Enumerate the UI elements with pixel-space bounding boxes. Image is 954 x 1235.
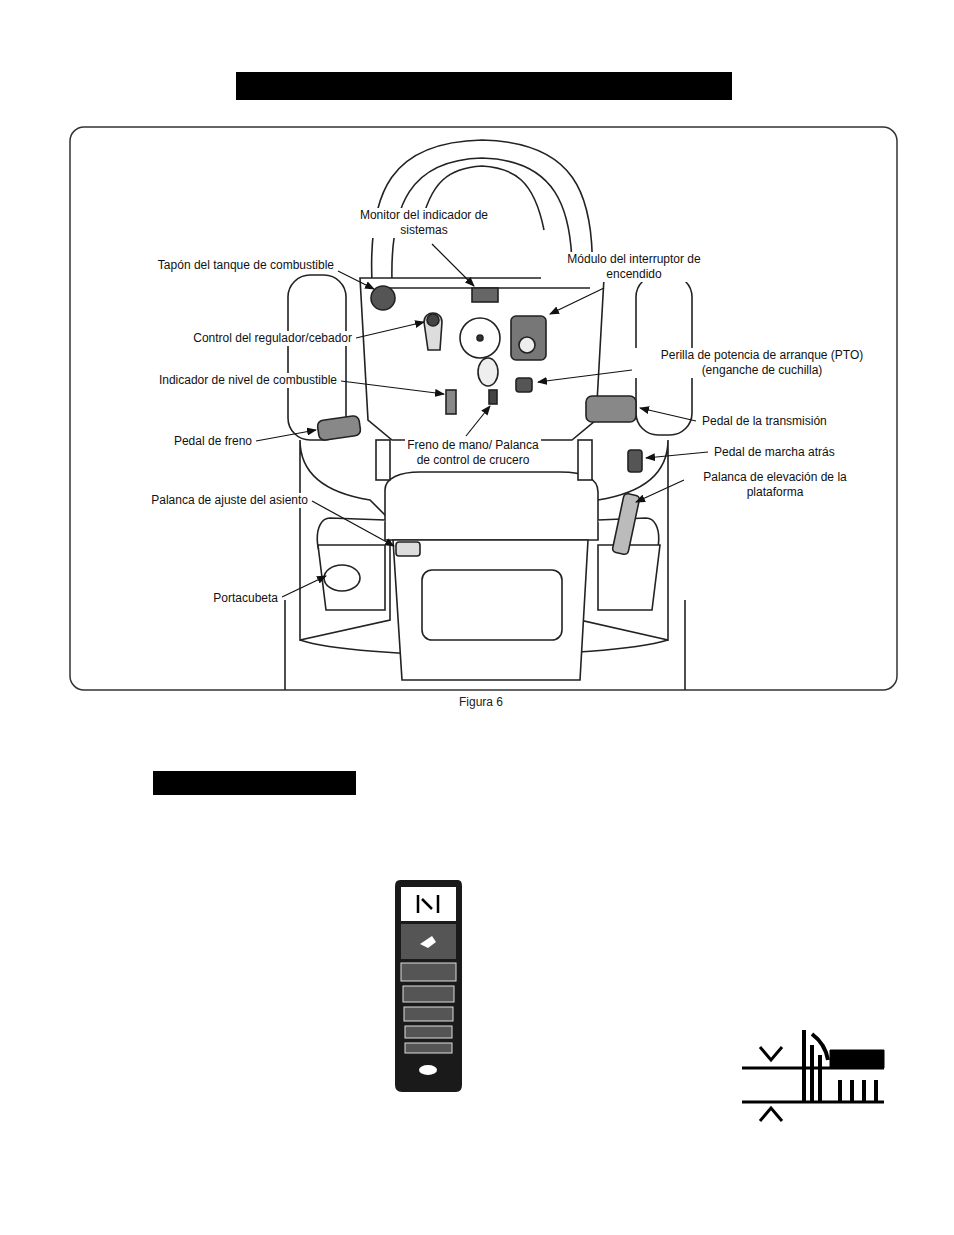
leader-lines — [256, 244, 708, 597]
figure-frame — [70, 127, 897, 690]
part-label: Perilla de potencia de arranque (PTO) (e… — [634, 348, 890, 378]
part-label: Palanca de elevación de la plataforma — [684, 470, 866, 500]
tractor-drawing — [285, 140, 692, 690]
part-label: Portacubeta — [211, 591, 280, 606]
part-label: Control del regulador/cebador — [191, 331, 354, 346]
header-bar — [236, 72, 732, 100]
speed-decal — [395, 880, 462, 1092]
part-label: Tapón del tanque de combustible — [156, 258, 336, 273]
part-label: Módulo del interruptor de encendido — [541, 252, 727, 282]
section-bar — [153, 771, 356, 795]
part-label: Monitor del indicador de sistemas — [336, 208, 512, 238]
part-label: Indicador de nivel de combustible — [157, 373, 339, 388]
figure-caption: Figura 6 — [459, 695, 503, 709]
part-label: Pedal de freno — [172, 434, 254, 449]
part-label: Pedal de la transmisión — [700, 414, 829, 429]
part-label: Pedal de marcha atrás — [712, 445, 837, 460]
part-label: Freno de mano/ Palanca de control de cru… — [405, 438, 541, 468]
part-label: Palanca de ajuste del asiento — [149, 493, 310, 508]
cut-height-symbol — [742, 1030, 884, 1121]
